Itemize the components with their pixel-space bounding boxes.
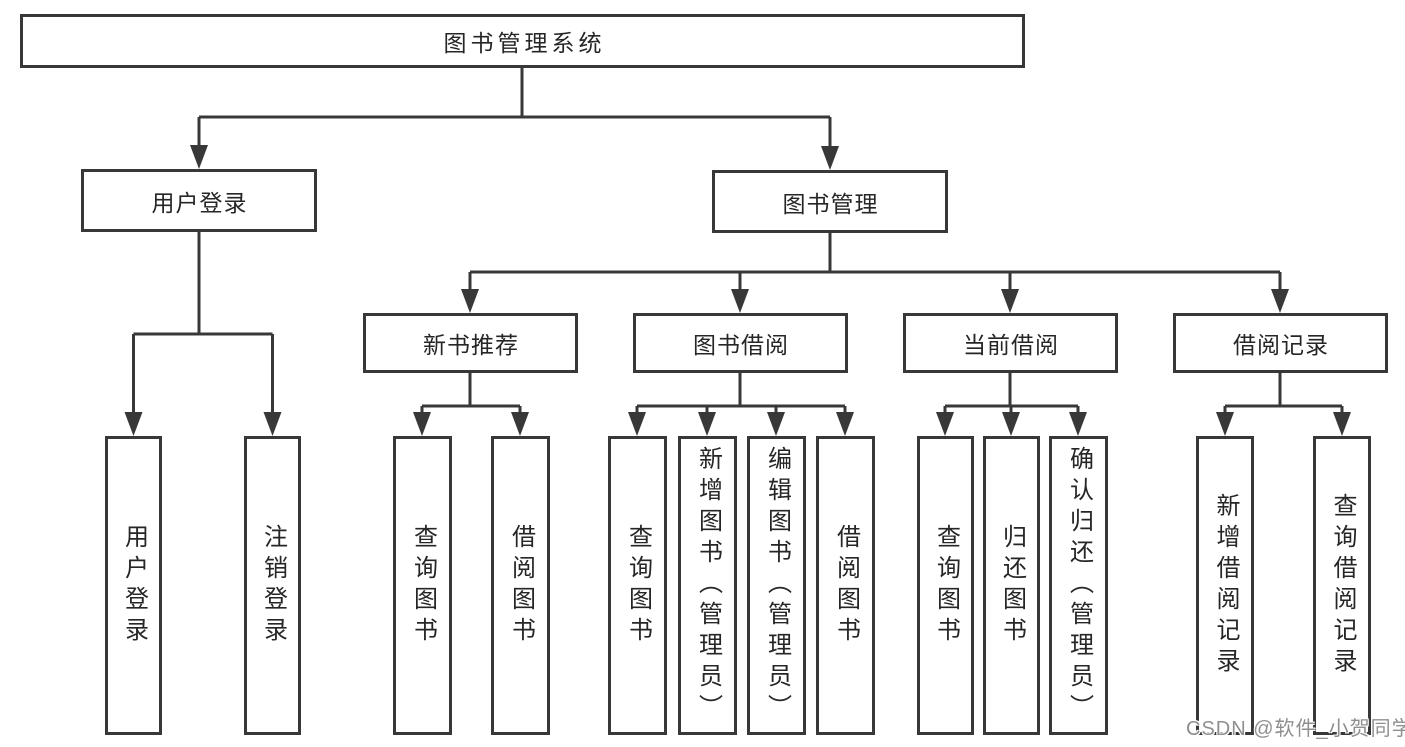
node-book-borrow: 图书借阅 [633,313,848,373]
leaf-borrow-borrow-books-label: 借阅图书 [832,523,860,648]
node-new-book-recommend: 新书推荐 [363,313,578,373]
leaf-records-query-record-label: 查询借阅记录 [1329,492,1356,679]
leaf-current-return-books: 归还图书 [983,436,1040,735]
leaf-user-login: 用户登录 [105,436,162,735]
leaf-records-query-record: 查询借阅记录 [1313,436,1371,735]
leaf-borrow-query-books-label: 查询图书 [624,523,652,648]
arrowhead [124,412,143,436]
arrowhead [511,412,529,436]
leaf-newbook-borrow-books: 借阅图书 [491,436,550,735]
arrowhead [767,412,785,436]
arrowhead [1001,289,1019,313]
leaf-borrow-query-books: 查询图书 [608,436,667,735]
node-root-label: 图书管理系统 [443,30,606,56]
leaf-current-query-books: 查询图书 [917,436,974,735]
csdn-watermark: CSDN @软件_小贺同学 [1186,718,1405,740]
arrowheads [124,145,1351,436]
connector-paths [132,68,1344,417]
leaf-current-confirm-return-admin: 确认归还（管理员） [1049,436,1108,735]
node-current-borrow-label: 当前借阅 [963,332,1059,358]
leaf-borrow-edit-books-admin-label: 编辑图书（管理员） [763,446,791,725]
leaf-newbook-query-books-label: 查询图书 [409,523,437,648]
arrowhead [190,145,208,169]
arrowhead [698,412,716,436]
node-user-login: 用户登录 [81,169,317,232]
arrowhead [1271,289,1289,313]
arrowhead [263,412,282,436]
node-user-login-label: 用户登录 [151,189,248,216]
leaf-current-return-books-label: 归还图书 [998,523,1026,648]
arrowhead [821,146,839,170]
leaf-records-add-record-label: 新增借阅记录 [1212,492,1239,679]
node-borrow-records-label: 借阅记录 [1233,332,1329,358]
arrowhead [413,412,431,436]
connector-userlogin-to-leaves [132,232,274,417]
node-current-borrow: 当前借阅 [903,313,1118,373]
node-root: 图书管理系统 [20,14,1025,68]
leaf-logout-login: 注销登录 [244,436,301,735]
arrowhead [1069,412,1087,436]
arrowhead [628,412,646,436]
connector-newbook-to-leaves [420,373,522,417]
leaf-records-add-record: 新增借阅记录 [1196,436,1254,735]
node-book-management: 图书管理 [712,170,948,233]
arrowhead [1216,412,1234,436]
leaf-borrow-borrow-books: 借阅图书 [816,436,875,735]
connector-bookborrow-to-leaves [635,373,847,417]
arrowhead [836,412,854,436]
leaf-borrow-add-books-admin: 新增图书（管理员） [678,436,737,735]
connector-bookmgmt-to-level3 [468,233,1282,294]
connector-root-to-level2 [197,68,832,150]
arrowhead [731,289,749,313]
node-book-borrow-label: 图书借阅 [693,332,789,358]
connector-records-to-leaves [1223,373,1344,417]
leaf-user-login-label: 用户登录 [120,523,148,648]
arrowhead [936,412,954,436]
node-new-book-recommend-label: 新书推荐 [423,332,519,358]
leaf-current-query-books-label: 查询图书 [932,523,960,648]
leaf-logout-login-label: 注销登录 [259,523,287,648]
leaf-newbook-borrow-books-label: 借阅图书 [507,523,535,648]
node-book-management-label: 图书管理 [782,190,879,217]
arrowhead [461,289,479,313]
leaf-current-confirm-return-admin-label: 确认归还（管理员） [1065,446,1093,725]
connector-currentborrow-to-leaves [943,373,1080,417]
leaf-borrow-add-books-admin-label: 新增图书（管理员） [694,446,722,725]
leaf-newbook-query-books: 查询图书 [393,436,452,735]
leaf-borrow-edit-books-admin: 编辑图书（管理员） [747,436,806,735]
arrowhead [1002,412,1020,436]
arrowhead [1333,412,1351,436]
node-borrow-records: 借阅记录 [1173,313,1388,373]
